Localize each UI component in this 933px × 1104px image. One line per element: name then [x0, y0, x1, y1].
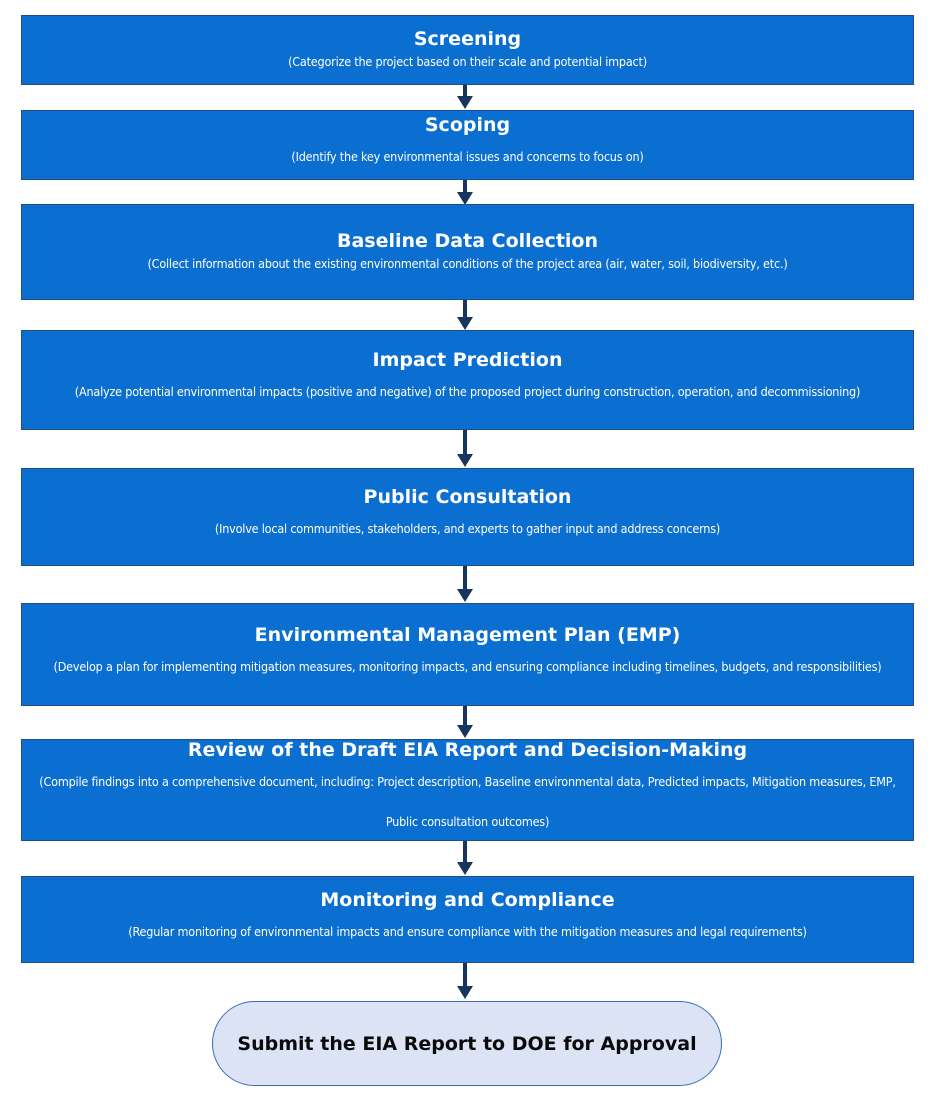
- step-title: Monitoring and Compliance: [320, 888, 615, 911]
- final-step-label: Submit the EIA Report to DOE for Approva…: [237, 1032, 697, 1055]
- step-baseline-data-collection: Baseline Data Collection (Collect inform…: [21, 204, 914, 300]
- step-environmental-management-plan: Environmental Management Plan (EMP) (Dev…: [21, 603, 914, 706]
- step-description: (Collect information about the existing …: [147, 256, 788, 271]
- step-monitoring-and-compliance: Monitoring and Compliance (Regular monit…: [21, 876, 914, 963]
- step-title: Scoping: [424, 114, 511, 136]
- step-description: (Regular monitoring of environmental imp…: [128, 923, 807, 939]
- step-description: (Develop a plan for implementing mitigat…: [53, 658, 882, 674]
- step-title: Review of the Draft EIA Report and Decis…: [187, 739, 748, 761]
- final-step-submit-eia-report: Submit the EIA Report to DOE for Approva…: [212, 1001, 722, 1086]
- step-impact-prediction: Impact Prediction (Analyze potential env…: [21, 330, 914, 430]
- step-description: (Identify the key environmental issues a…: [291, 149, 644, 164]
- step-description: (Analyze potential environmental impacts…: [74, 384, 861, 399]
- down-arrow-icon: [463, 566, 467, 590]
- step-title: Impact Prediction: [372, 349, 563, 371]
- down-arrow-icon: [463, 85, 467, 97]
- down-arrow-icon: [463, 300, 467, 318]
- step-scoping: Scoping (Identify the key environmental …: [21, 110, 914, 180]
- down-arrow-icon: [463, 430, 467, 455]
- step-public-consultation: Public Consultation (Involve local commu…: [21, 468, 914, 566]
- down-arrow-icon: [463, 706, 467, 726]
- down-arrow-icon: [463, 841, 467, 863]
- step-title: Environmental Management Plan (EMP): [254, 623, 681, 646]
- step-screening: Screening (Categorize the project based …: [21, 15, 914, 85]
- step-description: (Categorize the project based on their s…: [288, 54, 647, 69]
- step-review-draft-eia-report: Review of the Draft EIA Report and Decis…: [21, 739, 914, 841]
- step-title: Public Consultation: [363, 486, 572, 508]
- step-description: (Involve local communities, stakeholders…: [214, 521, 721, 536]
- down-arrow-icon: [463, 180, 467, 193]
- step-title: Baseline Data Collection: [336, 230, 598, 252]
- down-arrow-icon: [463, 963, 467, 987]
- step-title: Screening: [413, 28, 522, 50]
- step-description: (Compile findings into a comprehensive d…: [39, 774, 896, 829]
